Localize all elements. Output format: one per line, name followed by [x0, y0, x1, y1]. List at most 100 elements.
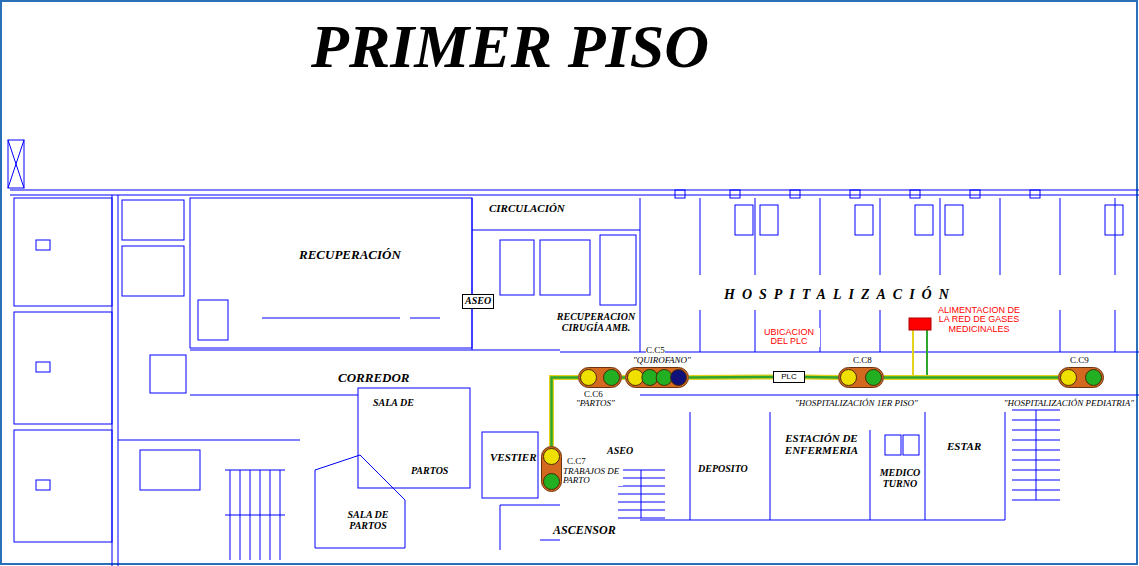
room-label: ASEO: [606, 446, 634, 457]
bus-connector: [689, 377, 773, 379]
cabinet-symbol: [838, 367, 884, 388]
cabinet-symbol: [1058, 367, 1104, 388]
indicator-light: [1086, 370, 1102, 386]
bus-line-casing: [622, 375, 625, 380]
room-label: SALA DE PARTOS: [340, 510, 396, 531]
wall-line: [640, 395, 1139, 396]
wall-line: [198, 300, 228, 340]
note-label: UBICACION DEL PLC: [758, 328, 820, 347]
cabinet-body: [839, 368, 884, 388]
room-label: HOSPITALIZACIÓN: [723, 288, 957, 303]
room-label: ESTAR: [946, 441, 982, 453]
wall-line: [1105, 205, 1123, 235]
wall-line: [262, 318, 440, 319]
cabinet-label: "HOSPITALIZACIÓN PEDIATRIA": [1004, 399, 1134, 408]
wall-line: [14, 198, 112, 306]
wall-line: [910, 190, 920, 198]
wall-line: [500, 240, 534, 295]
cabinet-label: "PARTOS": [576, 399, 615, 408]
bus-connector: [805, 377, 838, 379]
bus-connector: [552, 378, 579, 447]
wall-line: [915, 205, 933, 235]
indicator-light: [671, 370, 687, 386]
indicator-light: [544, 449, 560, 465]
wall-line: [36, 362, 50, 372]
bus-line-casing: [884, 375, 1058, 380]
cabinet-label: "QUIROFANO": [633, 356, 691, 365]
room-label: CORREDOR: [337, 371, 411, 385]
wall-line: [122, 200, 184, 240]
room-label: VESTIER: [489, 452, 537, 464]
diagram-title: PRIMER PISO: [280, 14, 740, 79]
bus-line: [689, 376, 773, 379]
indicator-light: [581, 370, 597, 386]
wall-line: [700, 310, 1115, 352]
wall-line: [8, 140, 24, 188]
wall-line: [118, 440, 300, 441]
control-cabinet: C.C5"QUIROFANO": [625, 367, 689, 388]
wall-line: [618, 470, 665, 518]
room-label: ASCENSOR: [552, 524, 617, 537]
indicator-light: [841, 370, 857, 386]
bus-connector: [884, 377, 1058, 378]
wall-line: [315, 455, 405, 548]
wall-line: [482, 432, 538, 498]
wall-line: [36, 480, 50, 490]
wall-line: [140, 450, 200, 490]
room-label: ASEO: [462, 294, 494, 309]
room-label: RECUPERACIÓN: [298, 248, 402, 262]
indicator-light: [656, 370, 672, 386]
room-label: RECUPERACION CIRUGÍA AMB.: [555, 312, 637, 333]
wall-line: [472, 198, 640, 350]
cabinet-label: C.C8: [853, 356, 872, 365]
wall-line: [1012, 410, 1060, 500]
wall-line: [540, 240, 590, 295]
wall-line: [225, 470, 285, 560]
plc-box: PLC: [773, 371, 805, 383]
wall-line: [600, 235, 636, 305]
room-label: ESTACIÓN DE ENFERMERIA: [778, 433, 865, 456]
wall-line: [945, 205, 963, 235]
wall-line: [850, 190, 860, 198]
wall-line: [1030, 190, 1040, 198]
indicator-light: [604, 370, 620, 386]
indicator-light: [1061, 370, 1077, 386]
indicator-light: [642, 370, 658, 386]
wall-line: [760, 205, 778, 235]
bus-line-casing: [689, 375, 773, 381]
note-label: ALIMENTACION DE LA RED DE GASES MEDICINA…: [932, 306, 1026, 334]
wall-line: [903, 435, 919, 455]
plc-label: PLC: [781, 373, 797, 381]
wall-line: [358, 388, 470, 488]
wall-line: [190, 198, 472, 348]
control-cabinet: C.C8"HOSPITALIZACIÓN 1ER PISO": [838, 367, 884, 388]
bus-line-casing: [552, 378, 579, 447]
indicator-light: [544, 474, 560, 490]
wall-line: [855, 205, 873, 235]
wall-line: [14, 312, 112, 424]
wall-line: [735, 205, 753, 235]
indicator-light: [866, 370, 882, 386]
wall-line: [500, 505, 560, 550]
cabinet-symbol: [541, 446, 562, 492]
wall-line: [36, 240, 50, 250]
wall-line: [560, 198, 1139, 352]
cabinet-symbol: [578, 367, 622, 388]
room-label: CIRCULACIÓN: [488, 203, 566, 215]
wall-line: [8, 140, 1139, 566]
wall-line: [14, 430, 112, 542]
cabinet-label: C.C5: [646, 346, 665, 355]
wall-line: [8, 140, 24, 188]
cabinet-symbol: [625, 367, 689, 388]
cabinet-body: [579, 368, 622, 388]
room-label: DEPOSITO: [697, 464, 749, 475]
cabinet-body: [542, 447, 562, 492]
cabinet-label: C.C9: [1070, 356, 1089, 365]
bus-line-casing: [805, 375, 838, 381]
bus-line: [622, 376, 625, 379]
room-label: MEDICO TURNO: [876, 468, 924, 489]
wall-line: [970, 190, 980, 198]
control-cabinet: C.C9"HOSPITALIZACIÓN PEDIATRIA": [1058, 367, 1104, 388]
wall-line: [700, 198, 1115, 275]
